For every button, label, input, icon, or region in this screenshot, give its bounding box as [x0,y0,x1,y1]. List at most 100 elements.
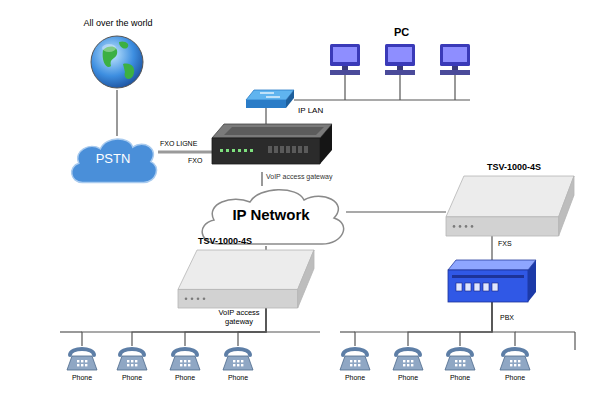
gateway-device [212,124,332,172]
phone-icon [340,346,370,370]
phone-icon [117,346,147,370]
tsv-device [471,225,474,228]
node-label: All over the world [66,18,170,28]
phone-icon [127,364,129,366]
phone-icon [448,349,472,355]
lan-bus [294,99,470,100]
pbx-device [456,283,462,291]
connector-line [185,308,266,346]
pbx-device [448,260,536,270]
phone-icon [188,364,190,366]
connector-line [265,108,266,124]
connector-label: FXS [498,240,512,248]
phone-bus-extension [515,331,575,332]
phone-icon [445,346,475,370]
tsv-device [453,225,456,228]
pbx-device [448,270,528,302]
tsv-device [459,225,462,228]
connector-line [491,236,492,260]
gateway-device [298,146,302,153]
pc-icon [443,47,467,62]
pbx-device [483,283,489,291]
phone-icon [226,349,250,355]
gateway-device [212,124,332,138]
phone-icon [70,349,94,355]
phone-icon [180,360,182,362]
tsv-device [185,297,188,300]
tsv-device [203,297,206,300]
node-label: Phone [60,374,104,382]
tsv-device [298,250,314,308]
gateway-device [232,149,235,152]
phone-icon [135,364,137,366]
gateway-device [286,146,290,153]
node-label: VoIP access gateway [214,309,264,326]
tsv-device [446,176,574,236]
phone-icon [463,364,465,366]
phone-icon [67,356,97,370]
node-label: PSTN [68,152,158,167]
tsv-device [446,217,559,236]
globe-node: All over the world [66,16,170,94]
pc-icon [330,44,360,66]
connector-line [355,302,492,346]
gateway-device [320,124,332,164]
phone-icon [358,360,360,362]
phone-icon [445,356,475,370]
tsv-device [446,176,574,217]
lan-bus [294,100,470,101]
phone-icon [350,360,352,362]
pbx-device [528,260,536,302]
phone-icon [403,364,405,366]
phone-icon [396,349,420,355]
phone-icon [407,364,409,366]
pc-icon [452,66,458,70]
phone-icon [455,360,457,362]
node-label: TSV-1000-4S [464,162,564,172]
globe-icon [91,36,143,88]
phone-icon [127,360,129,362]
phone-icon [393,346,423,370]
connector-line [265,246,266,250]
node-label: IP LAN [298,106,330,115]
phone-icon [223,346,253,370]
phone-icon [459,364,461,366]
node-label: Phone [438,374,482,382]
phone-node: Phone [60,346,104,388]
annotation-label: PC [394,26,409,39]
gateway-device [274,146,278,153]
tsv-device [559,176,574,236]
gateway-device [226,149,229,152]
node-label: PBX [500,314,536,322]
phone-icon [340,356,370,370]
phone-icon [135,360,137,362]
phone-icon [514,360,516,362]
pc-icon [454,75,455,100]
gateway-device [220,149,223,152]
globe-icon [102,44,116,52]
phone-icon [393,356,423,370]
connector-line [132,308,266,346]
tsv-device [178,250,314,308]
pc-icon [385,70,415,75]
phone-bus-extension [60,331,82,332]
pbx-device [465,283,471,291]
phone-node: Phone [163,346,207,388]
pbx-device [452,275,524,278]
node-label: IP Network [196,206,346,223]
phone-icon [180,364,182,366]
connector-label: FXO LIGNE [160,140,197,148]
phone-icon [81,364,83,366]
phone-icon [459,360,461,362]
pbx-device [474,283,480,291]
phone-node: Phone [386,346,430,388]
phone-bus-extension [60,332,575,350]
pc-icon [385,44,415,100]
gateway-device [292,146,296,153]
phone-icon [510,364,512,366]
connector-line [492,302,515,346]
phone-icon [85,360,87,362]
